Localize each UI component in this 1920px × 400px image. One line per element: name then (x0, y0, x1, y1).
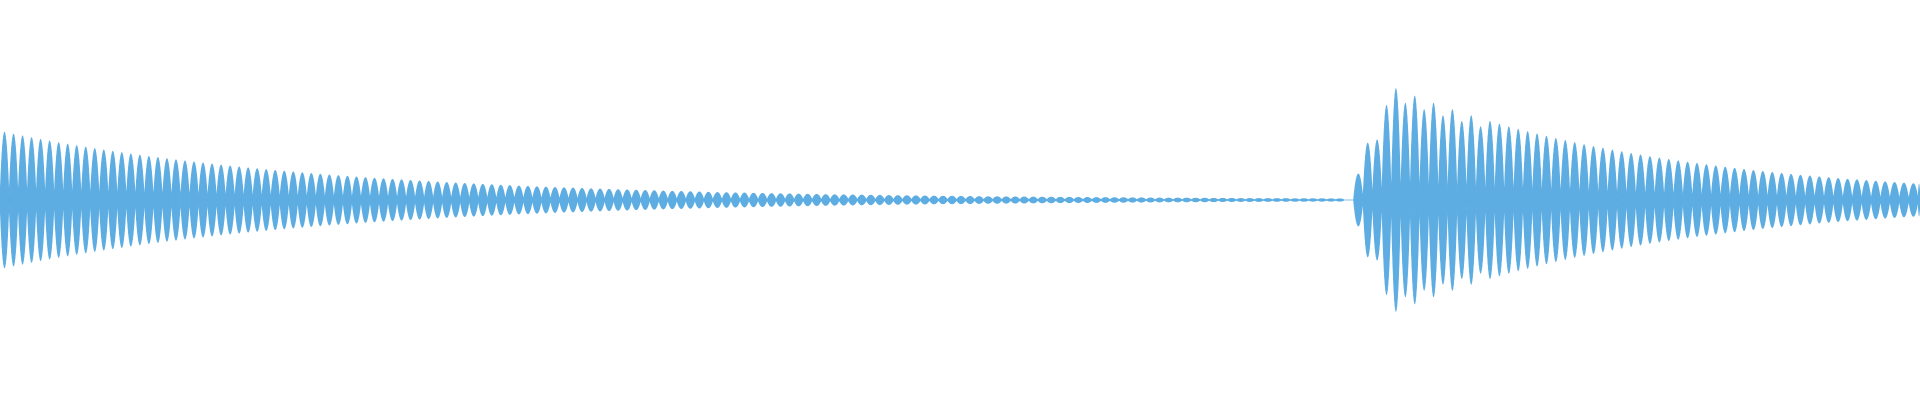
waveform-segment-second-note-attack-decay (1353, 88, 1920, 312)
waveform-trace (0, 88, 1920, 312)
waveform-segment-first-note-decay (0, 131, 1345, 269)
